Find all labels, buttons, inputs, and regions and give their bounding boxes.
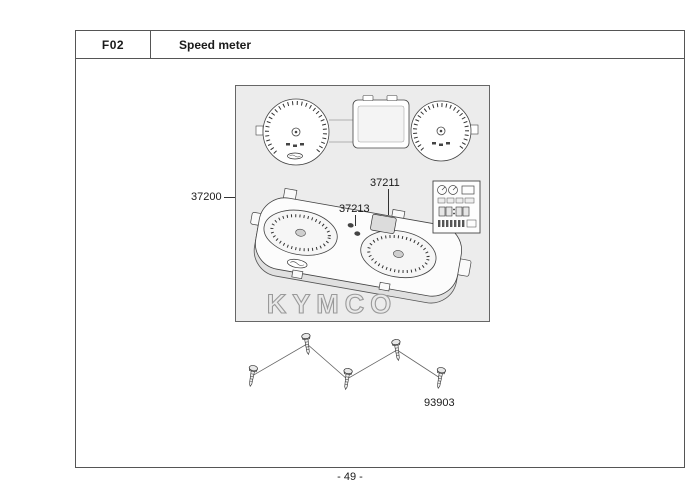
instrument-cluster-illustration (250, 95, 481, 304)
leader-line-37213 (355, 215, 356, 226)
bulb-part-1 (347, 223, 354, 228)
diagram-box: KYMCO (235, 85, 490, 322)
lcd-test-panel (432, 180, 481, 234)
segment-digits (438, 206, 470, 217)
part-label-37213: 37213 (339, 203, 370, 215)
bar-gauge (438, 220, 465, 227)
screw-icon (245, 364, 259, 388)
header-row: F02 Speed meter (76, 31, 684, 59)
kymco-watermark: KYMCO (266, 288, 398, 319)
part-label-37211: 37211 (370, 177, 400, 189)
screw-icon (341, 367, 353, 391)
mini-gauge-icon-1 (437, 185, 447, 195)
leader-line-37211 (388, 189, 389, 215)
faceplate-connectors (329, 119, 353, 143)
odometer-box (466, 219, 477, 228)
part-label-93903: 93903 (424, 397, 455, 409)
right-dial-warning-icons (432, 142, 450, 146)
screw-icon (433, 366, 447, 390)
screw-icon (301, 332, 313, 356)
mini-gauge-icon-2 (448, 185, 458, 195)
left-dial-warning-icons (286, 143, 304, 147)
screws-illustration (245, 332, 447, 391)
mini-display-icon (461, 185, 475, 195)
bulb-part-2 (354, 231, 361, 236)
housing-tab-bottom-left (291, 269, 304, 280)
section-code: F02 (76, 31, 151, 59)
lcd-unit-part (370, 213, 397, 234)
page-title: Speed meter (179, 38, 252, 52)
meter-assembly (250, 187, 472, 304)
screw-icon (391, 338, 403, 362)
faceplate-left-ear (255, 125, 264, 136)
page-number: - 49 - (337, 471, 363, 483)
housing-tab-bottom-mid (378, 281, 391, 292)
indicator-icons (437, 197, 475, 204)
leader-line-37200 (224, 197, 235, 198)
part-label-37200: 37200 (191, 191, 222, 203)
faceplate (255, 95, 479, 166)
